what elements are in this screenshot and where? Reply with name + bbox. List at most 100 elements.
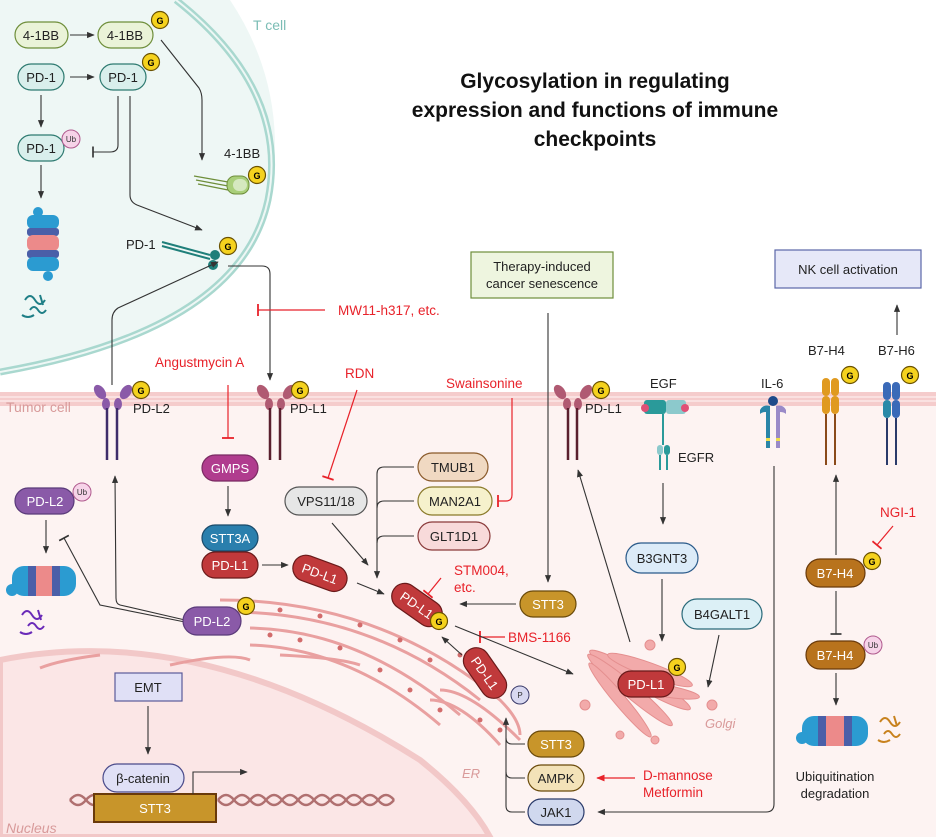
node-b3gnt3: B3GNT3 — [625, 542, 699, 574]
node-man2a1: MAN2A1 — [417, 486, 493, 516]
pdl1-surface-left-label: PD-L1 — [290, 401, 327, 416]
svg-text:AMPK: AMPK — [538, 771, 575, 786]
svg-text:PD-1: PD-1 — [26, 141, 56, 156]
node-b7h4-glycosylated: B7-H4 G — [805, 551, 882, 588]
proteasome-icon — [796, 716, 868, 746]
ubiquitin-icon: Ub — [66, 135, 77, 144]
receptor-b7h6: G — [883, 365, 920, 465]
glycan-icon: G — [147, 58, 154, 68]
glycan-icon: G — [597, 386, 604, 396]
svg-text:STT3: STT3 — [540, 737, 572, 752]
pdl1-surface-right-label: PD-L1 — [585, 401, 622, 416]
golgi-label: Golgi — [705, 716, 736, 731]
svg-text:Therapy-induced: Therapy-induced — [493, 259, 591, 274]
node-jak1: JAK1 — [527, 798, 585, 826]
tumor-membrane — [0, 392, 936, 406]
node-beta-catenin: β-catenin — [102, 763, 185, 793]
svg-text:STT3A: STT3A — [210, 531, 251, 546]
node-pd1: PD-1 — [17, 63, 65, 91]
node-pd1-glycosylated: PD-1 G — [99, 52, 161, 91]
svg-text:STT3: STT3 — [532, 597, 564, 612]
drug-metformin: Metformin — [643, 785, 703, 800]
svg-text:EMT: EMT — [134, 680, 162, 695]
glycan-icon: G — [868, 557, 875, 567]
membrane-4-1bb-label: 4-1BB — [224, 146, 260, 161]
node-vps11-18: VPS11/18 — [284, 486, 368, 516]
drug-ngi-1: NGI-1 — [880, 505, 916, 520]
svg-text:B3GNT3: B3GNT3 — [637, 551, 688, 566]
glycan-icon: G — [673, 663, 680, 673]
glycan-icon: G — [224, 242, 231, 252]
svg-text:B7-H4: B7-H4 — [817, 648, 854, 663]
drug-stm004: STM004, — [454, 563, 509, 578]
drug-mw11-h317: MW11-h317, etc. — [338, 303, 440, 318]
box-therapy-senescence: Therapy-induced cancer senescence — [470, 251, 614, 299]
node-b4galt1: B4GALT1 — [681, 598, 763, 630]
drug-angustmycin-a: Angustmycin A — [155, 355, 244, 370]
node-4-1bb: 4-1BB — [14, 21, 69, 49]
glycan-icon: G — [296, 386, 303, 396]
svg-text:NK cell activation: NK cell activation — [798, 262, 898, 277]
glycan-icon: G — [253, 171, 260, 181]
page-title-line3: checkpoints — [534, 128, 657, 151]
node-b7h4-ubiquitinated: B7-H4 Ub — [805, 635, 883, 670]
drug-bms-1166: BMS-1166 — [508, 630, 571, 645]
degraded-peptide-icon — [877, 715, 901, 743]
node-pdl1-stt3a: PD-L1 — [201, 551, 259, 579]
nucleus-label: Nucleus — [6, 820, 57, 836]
pdl2-surface-label: PD-L2 — [133, 401, 170, 416]
glycan-icon: G — [846, 371, 853, 381]
tumor-cell-label: Tumor cell — [6, 399, 71, 415]
receptor-pdl1-right: G — [553, 380, 611, 460]
node-pdl2-ubiquitinated: PD-L2 Ub — [14, 482, 92, 515]
svg-text:PD-L1: PD-L1 — [212, 558, 249, 573]
glycan-icon: G — [906, 371, 913, 381]
page-title-line2: expression and functions of immune — [412, 99, 778, 122]
node-ampk: AMPK — [527, 764, 585, 792]
egf-label: EGF — [650, 376, 677, 391]
b7h4-surface-label: B7-H4 — [808, 343, 845, 358]
receptor-b7h4: G — [822, 365, 860, 465]
svg-text:PD-1: PD-1 — [108, 70, 138, 85]
drug-d-mannose: D-mannose — [643, 768, 713, 783]
svg-text:4-1BB: 4-1BB — [107, 28, 143, 43]
glycan-icon: G — [242, 602, 249, 612]
node-pdl1-transit: PD-L1 — [292, 554, 348, 593]
degraded-peptide-icon — [19, 609, 45, 635]
svg-text:PD-L2: PD-L2 — [194, 614, 231, 629]
svg-text:cancer senescence: cancer senescence — [486, 276, 598, 291]
t-cell — [0, 0, 275, 370]
glycan-icon: G — [435, 617, 442, 627]
gene-stt3: STT3 — [93, 793, 217, 823]
node-glt1d1: GLT1D1 — [417, 521, 491, 551]
ubiquitin-icon: Ub — [77, 488, 88, 497]
receptor-pdl1-left: G — [256, 380, 310, 460]
box-emt: EMT — [114, 672, 183, 702]
svg-text:B4GALT1: B4GALT1 — [694, 607, 750, 622]
svg-text:TMUB1: TMUB1 — [431, 460, 475, 475]
svg-text:PD-1: PD-1 — [26, 70, 56, 85]
svg-text:GLT1D1: GLT1D1 — [430, 529, 478, 544]
receptor-egfr — [641, 400, 689, 470]
membrane-pd1-label: PD-1 — [126, 237, 156, 252]
node-stt3a: STT3A — [201, 524, 259, 552]
svg-text:STT3: STT3 — [139, 801, 171, 816]
phosphate-icon: P — [517, 691, 522, 700]
node-pdl2-er: PD-L2 G — [182, 596, 256, 636]
node-stt3-bottom: STT3 — [527, 730, 585, 758]
ubiquitin-icon: Ub — [868, 641, 879, 650]
degradation-label-2: degradation — [801, 786, 870, 801]
node-4-1bb-glycosylated: 4-1BB G — [97, 10, 170, 49]
b7h6-surface-label: B7-H6 — [878, 343, 915, 358]
drug-swainsonine: Swainsonine — [446, 376, 523, 391]
drug-stm004-etc: etc. — [454, 580, 476, 595]
degraded-peptide-icon — [21, 294, 47, 318]
receptor-4-1bb: G — [193, 165, 267, 195]
receptor-pdl2: G — [93, 380, 151, 460]
node-stt3-right: STT3 — [519, 590, 577, 618]
proteasome-icon — [27, 207, 59, 281]
glycan-icon: G — [137, 386, 144, 396]
svg-text:MAN2A1: MAN2A1 — [429, 494, 481, 509]
node-pdl1-golgi: PD-L1 G — [617, 657, 687, 698]
drug-rdn: RDN — [345, 366, 374, 381]
